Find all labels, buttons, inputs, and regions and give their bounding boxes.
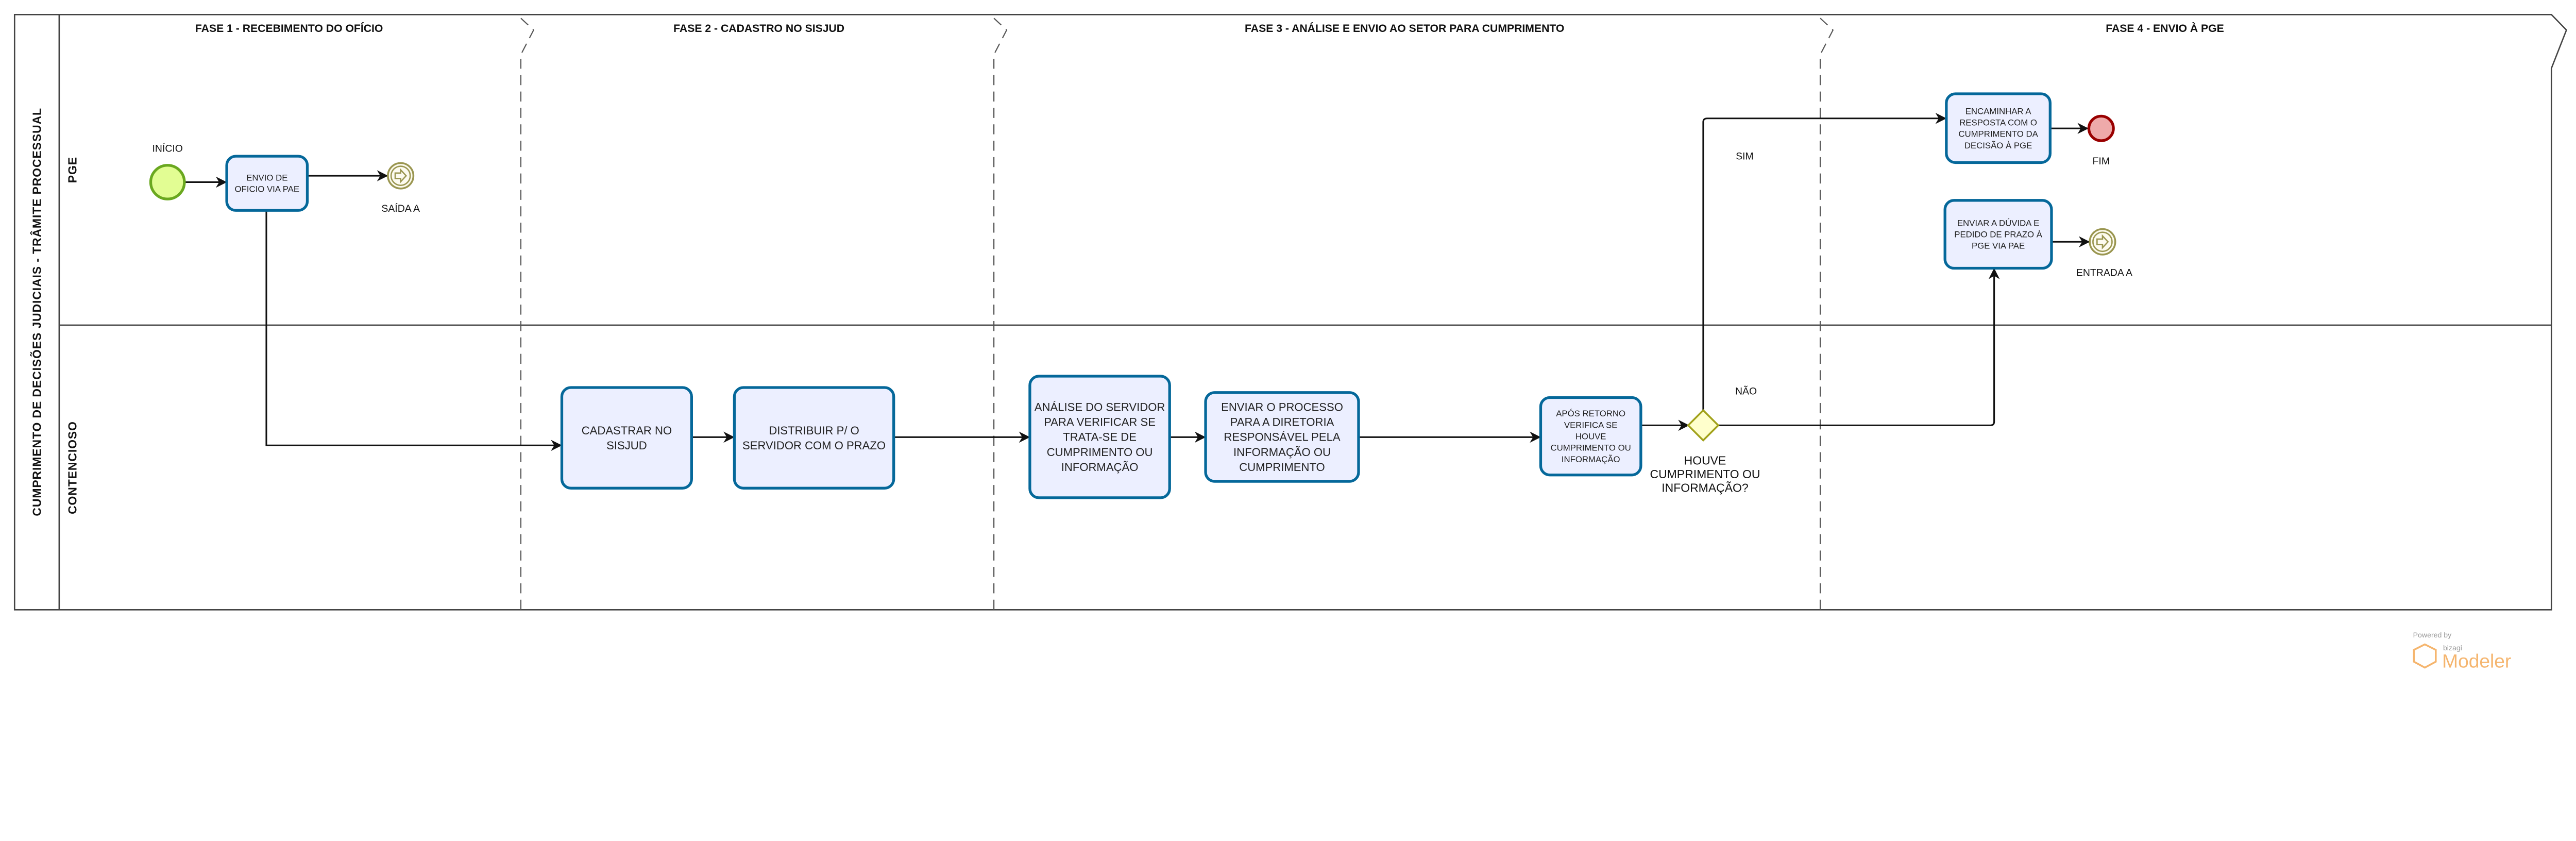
bpmn-diagram: CUMPRIMENTO DE DECISÕES JUDICIAIS - TRÂM… xyxy=(13,13,2567,672)
task-label-line: PARA A DIRETORIA xyxy=(1230,415,1334,428)
phase-separators xyxy=(520,18,1834,610)
task-label-line: DECISÃO À PGE xyxy=(1964,140,2032,150)
gateway-label-line: HOUVE xyxy=(1684,453,1726,467)
task-label-line: DISTRIBUIR P/ O xyxy=(769,424,859,437)
task-label: DISTRIBUIR P/ O SERVIDOR COM O PRAZO xyxy=(742,424,886,452)
watermark-powered: Powered by xyxy=(2413,631,2452,639)
task-label-line: ANÁLISE DO SERVIDOR xyxy=(1035,400,1165,413)
task-label-line: ENVIO DE xyxy=(246,173,287,182)
task-label-line: OFICIO VIA PAE xyxy=(234,184,299,194)
end-event-label: FIM xyxy=(2093,156,2110,167)
task-label-line: ENVIAR A DÚVIDA E xyxy=(1957,218,2039,228)
task-label-line: CADASTRAR NO xyxy=(582,424,672,437)
phase-4-title: FASE 4 - ENVIO À PGE xyxy=(2106,22,2224,35)
task-enviar-processo[interactable]: ENVIAR O PROCESSO PARA A DIRETORIA RESPONS… xyxy=(1204,391,1360,483)
arrow-right-icon xyxy=(2096,234,2109,250)
lane-label-pge: PGE xyxy=(65,157,79,183)
pool: CUMPRIMENTO DE DECISÕES JUDICIAIS - TRÂM… xyxy=(13,13,2567,611)
task-label-line: SISJUD xyxy=(606,439,647,452)
task-label-line: ENVIAR O PROCESSO xyxy=(1221,400,1343,413)
end-event[interactable]: FIM xyxy=(2087,114,2115,167)
task-label-line: CUMPRIMENTO xyxy=(1239,461,1325,474)
flow-label-sim: SIM xyxy=(1736,150,1754,162)
bizagi-logo-icon xyxy=(2413,643,2437,669)
task-label-line: APÓS RETORNO xyxy=(1556,409,1625,418)
task-label-line: INFORMAÇÃO OU xyxy=(1233,446,1331,459)
task-envio-oficio[interactable]: ENVIO DE OFICIO VIA PAE xyxy=(225,155,309,212)
task-cadastrar[interactable]: CADASTRAR NO SISJUD xyxy=(560,386,693,490)
task-label-line: INFORMAÇÃO xyxy=(1562,454,1620,464)
link-event-entrada[interactable]: ENTRADA A xyxy=(2076,228,2132,279)
task-label-line: PARA VERIFICAR SE xyxy=(1044,415,1156,428)
task-label-line: HOUVE xyxy=(1575,431,1606,441)
task-label-line: PGE VIA PAE xyxy=(1972,241,2025,251)
flow-nao[interactable] xyxy=(1718,268,2000,426)
task-label-line: PEDIDO DE PRAZO À xyxy=(1954,230,2042,240)
task-label-line: RESPOSTA COM O xyxy=(1959,118,2037,128)
task-label: ENVIO DE OFICIO VIA PAE xyxy=(234,173,299,194)
watermark-brand: bizagi xyxy=(2443,644,2462,652)
task-label-line: CUMPRIMENTO OU xyxy=(1047,446,1153,459)
sequence-flows xyxy=(184,112,2090,451)
phase-2-title: FASE 2 - CADASTRO NO SISJUD xyxy=(673,23,844,35)
phase-3-title: FASE 3 - ANÁLISE E ENVIO AO SETOR PARA C… xyxy=(1245,22,1564,35)
task-label-line: TRATA-SE DE xyxy=(1063,431,1137,444)
gateway-label-line: INFORMAÇÃO? xyxy=(1662,481,1748,494)
gateway-label-line: CUMPRIMENTO OU xyxy=(1650,467,1760,481)
phase-1-title: FASE 1 - RECEBIMENTO DO OFÍCIO xyxy=(195,22,383,35)
lane-label-contencioso: CONTENCIOSO xyxy=(65,421,79,514)
flow-envio-to-cadastrar[interactable] xyxy=(265,210,562,451)
task-label-line: VERIFICA SE xyxy=(1564,420,1618,430)
pool-title: CUMPRIMENTO DE DECISÕES JUDICIAIS - TRÂM… xyxy=(30,108,44,516)
task-label: ENVIAR O PROCESSO PARA A DIRETORIA RESPONS… xyxy=(1221,400,1343,474)
link-throw-event-saida[interactable]: SAÍDA A xyxy=(381,162,420,214)
task-distribuir[interactable]: DISTRIBUIR P/ O SERVIDOR COM O PRAZO xyxy=(733,386,895,490)
saida-label: SAÍDA A xyxy=(381,203,420,214)
task-label: CADASTRAR NO SISJUD xyxy=(582,424,672,452)
flow-label-nao: NÃO xyxy=(1735,384,1757,397)
task-label-line: INFORMAÇÃO xyxy=(1061,461,1139,474)
start-event[interactable]: INÍCIO xyxy=(149,142,186,200)
task-label: ANÁLISE DO SERVIDOR PARA VERIFICAR SE TRAT… xyxy=(1035,400,1165,474)
task-label-line: CUMPRIMENTO OU xyxy=(1550,443,1631,453)
entrada-label: ENTRADA A xyxy=(2076,267,2132,279)
flow-sim[interactable] xyxy=(1702,112,1947,411)
watermark-product: Modeler xyxy=(2442,650,2511,672)
task-label-line: SERVIDOR COM O PRAZO xyxy=(742,439,886,452)
task-analise[interactable]: ANÁLISE DO SERVIDOR PARA VERIFICAR SE TRAT… xyxy=(1028,375,1171,499)
task-label-line: ENCAMINHAR A xyxy=(1965,106,2032,116)
start-event-label: INÍCIO xyxy=(152,142,182,154)
task-label-line: RESPONSÁVEL PELA xyxy=(1224,431,1340,444)
bizagi-watermark: Powered by bizagi Modeler xyxy=(2413,631,2512,671)
task-label-line: CUMPRIMENTO DA xyxy=(1958,129,2038,139)
arrow-right-icon xyxy=(394,168,408,183)
